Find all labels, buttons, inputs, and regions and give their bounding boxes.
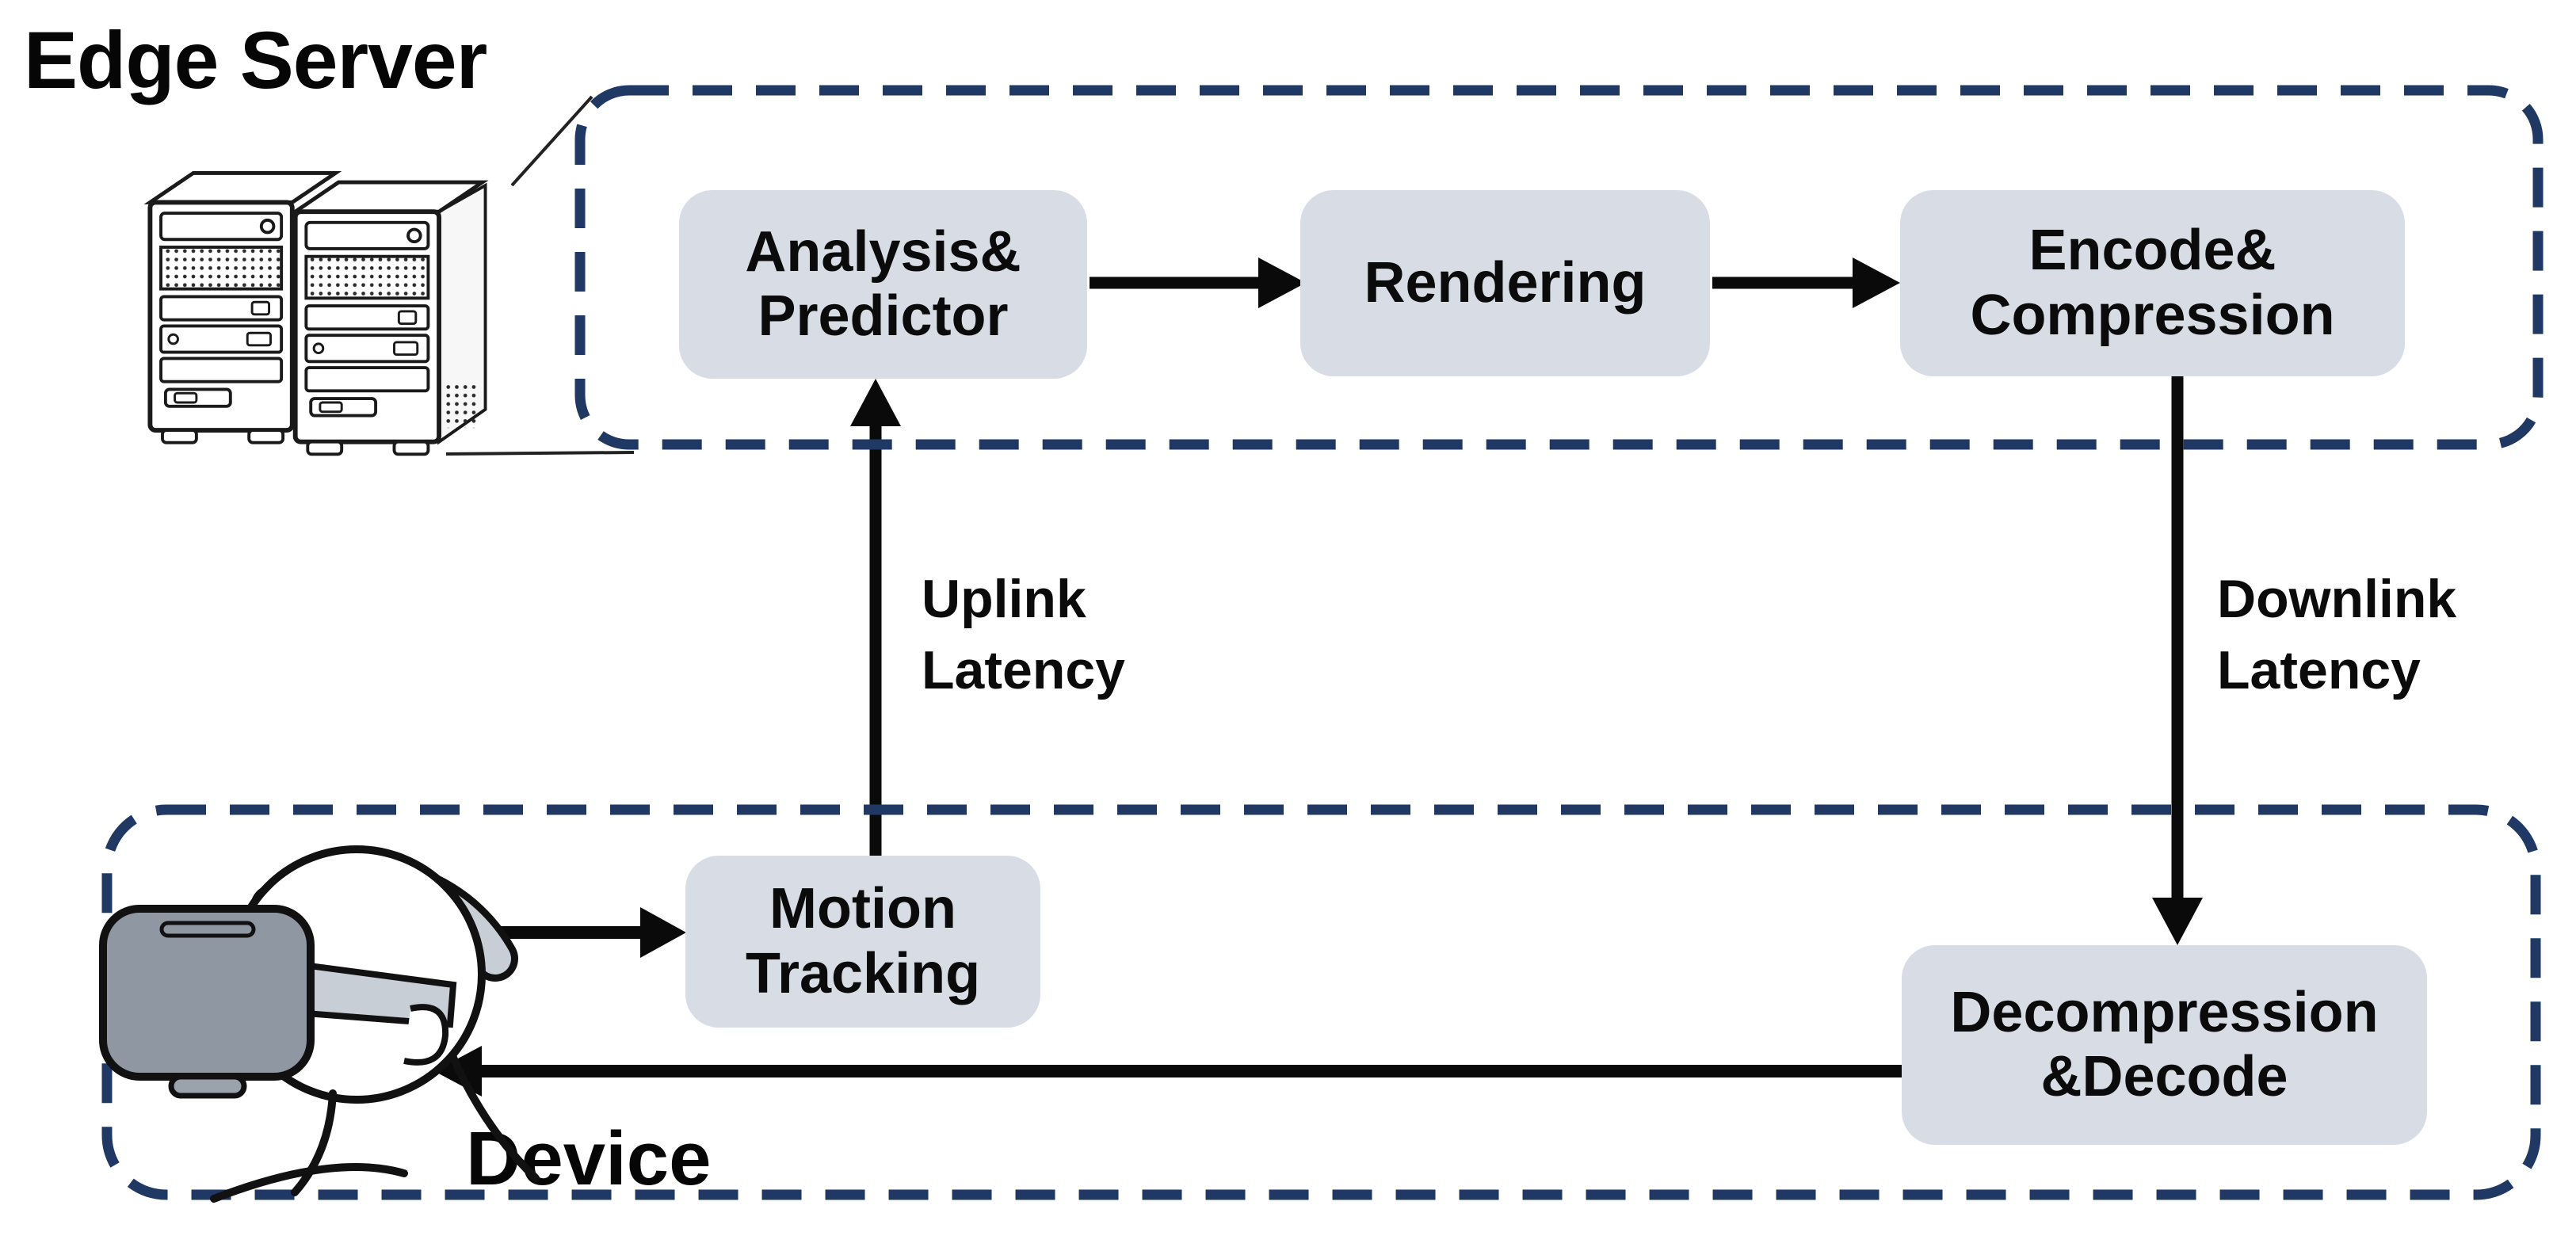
server-lid-left <box>143 170 342 204</box>
downlink-latency-label: Downlink Latency <box>2217 564 2456 707</box>
node-encode-compression-line2: Compression <box>1970 283 2335 347</box>
callout-line-bottom <box>445 451 635 456</box>
vr-headset-user-icon <box>99 845 540 1203</box>
headset-visor-slot <box>159 921 256 938</box>
edge-server-group <box>574 85 2544 450</box>
node-analysis-predictor-line2: Predictor <box>758 284 1009 348</box>
node-encode-compression: Encode& Compression <box>1900 190 2405 376</box>
arrow-rendering-to-encode <box>1712 257 1900 308</box>
arrow-downlink <box>2152 371 2203 945</box>
edge-server-title: Edge Server <box>24 15 487 105</box>
node-rendering: Rendering <box>1300 190 1710 376</box>
arrow-analysis-to-rendering <box>1090 257 1306 308</box>
downlink-latency-line1: Downlink <box>2217 569 2457 629</box>
node-motion-tracking: Motion Tracking <box>685 856 1040 1028</box>
node-analysis-predictor-line1: Analysis& <box>745 219 1021 284</box>
server-side-vents <box>444 383 480 429</box>
headset-chin-pad <box>168 1074 247 1099</box>
uplink-latency-line2: Latency <box>922 639 1125 700</box>
node-decompression-decode-line1: Decompression <box>1950 980 2379 1044</box>
callout-line-top <box>510 95 593 187</box>
edge-server-group-border <box>574 85 2544 450</box>
node-motion-tracking-line1: Motion <box>769 877 956 941</box>
downlink-latency-line2: Latency <box>2217 639 2421 700</box>
user-ear <box>403 1004 449 1066</box>
node-analysis-predictor: Analysis& Predictor <box>679 190 1087 379</box>
uplink-latency-label: Uplink Latency <box>922 564 1125 707</box>
node-decompression-decode: Decompression &Decode <box>1902 945 2427 1145</box>
node-encode-compression-line1: Encode& <box>2028 219 2276 283</box>
arrow-uplink <box>850 379 901 856</box>
user-shoulder <box>210 1162 408 1203</box>
device-title: Device <box>466 1116 712 1201</box>
node-motion-tracking-line2: Tracking <box>745 941 981 1005</box>
server-rack-icon <box>143 170 489 456</box>
node-decompression-decode-line2: &Decode <box>2040 1045 2288 1108</box>
node-rendering-line1: Rendering <box>1364 250 1647 315</box>
uplink-latency-line1: Uplink <box>922 569 1086 629</box>
